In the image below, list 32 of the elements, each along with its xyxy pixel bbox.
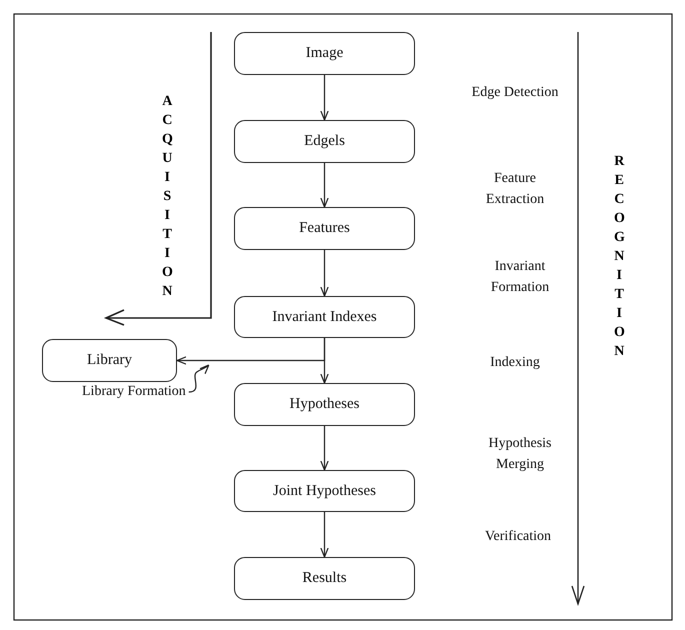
- stage-label: Hypothesis Merging: [488, 435, 552, 474]
- stage-label: Invariant Formation: [490, 258, 550, 297]
- process-box: [234, 383, 415, 426]
- process-box: [234, 32, 415, 75]
- arrow: [320, 426, 329, 471]
- vertical-label: ACQUISITION: [162, 93, 172, 302]
- arrow: [320, 512, 329, 558]
- box-label: Hypotheses: [290, 396, 360, 413]
- box-label: Invariant Indexes: [272, 308, 377, 326]
- box-label: Image: [306, 45, 344, 62]
- process-box: [234, 207, 415, 250]
- arrow: [320, 163, 329, 208]
- arrow: [320, 250, 329, 297]
- arrow: [176, 338, 326, 365]
- stage-label: Feature Extraction: [484, 170, 546, 209]
- process-box: [42, 339, 177, 382]
- process-box: [234, 470, 415, 512]
- annotation-text: Library Formation: [82, 384, 186, 400]
- stage-label: Edge Detection: [470, 84, 560, 102]
- process-box: [234, 557, 415, 600]
- stage-label: Indexing: [489, 354, 541, 372]
- vertical-label: RECOGNITION: [614, 153, 624, 362]
- box-label: Results: [302, 570, 347, 587]
- process-box: [234, 120, 415, 163]
- arrow: [320, 75, 329, 121]
- box-label: Features: [299, 220, 350, 237]
- process-box: [234, 296, 415, 338]
- box-label: Library: [87, 352, 132, 369]
- leader-line: [188, 364, 210, 393]
- box-label: Joint Hypotheses: [273, 482, 376, 500]
- box-label: Edgels: [304, 133, 345, 150]
- stage-label: Verification: [484, 528, 552, 546]
